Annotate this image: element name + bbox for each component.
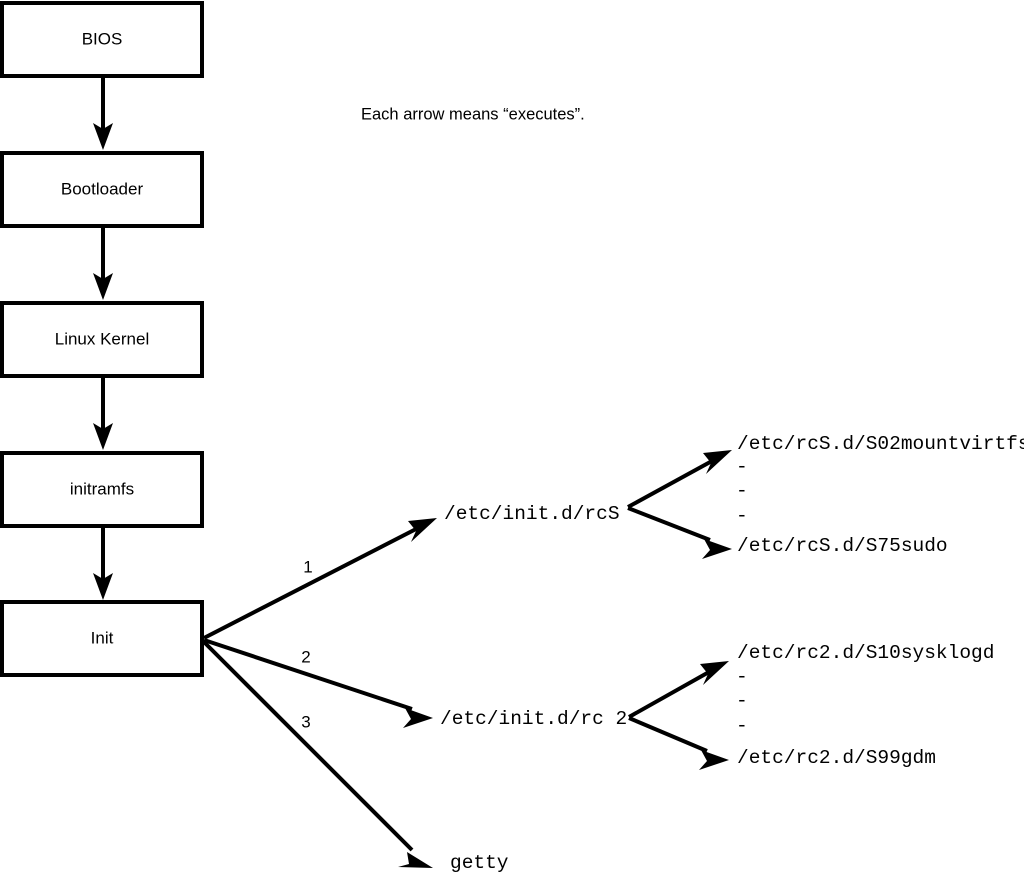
arrow-head-icon [703, 450, 732, 474]
edge-number-3: 3 [301, 712, 310, 731]
node-initramfs-rect [0, 451, 204, 528]
arrow-rcs-to-last-script [627, 506, 732, 559]
edge-number-2: 2 [301, 647, 310, 666]
arrow-init-to-getty [202, 640, 433, 868]
arrow-bootloader-to-kernel [93, 226, 113, 300]
arrow-init-to-rcs [203, 518, 437, 640]
node-initramfs[interactable]: initramfs [0, 451, 204, 528]
arrow-head-icon [93, 573, 113, 600]
rcsd-ellipsis-dash-3: - [736, 505, 748, 527]
arrow-bios-to-bootloader [93, 76, 113, 150]
diagram-caption: Each arrow means “executes”. [361, 105, 585, 123]
arrow-rc2-to-last-script [628, 716, 729, 770]
arrow-head-icon [699, 750, 729, 770]
arrow-head-icon [403, 708, 433, 728]
node-bios-rect [0, 1, 204, 78]
label-init-d-rcs[interactable]: /etc/init.d/rcS [444, 503, 620, 525]
arrow-rcs-to-first-script [627, 450, 732, 509]
node-bios[interactable]: BIOS [0, 1, 204, 78]
node-bootloader[interactable]: Bootloader [0, 151, 204, 228]
rcsd-ellipsis-dash-1: - [736, 456, 748, 478]
node-init-rect [0, 600, 204, 677]
node-init[interactable]: Init [0, 600, 204, 677]
arrow-head-icon [408, 518, 437, 542]
label-rc2d-first-script[interactable]: /etc/rc2.d/S10sysklogd [737, 642, 994, 664]
node-init-label: Init [91, 628, 114, 647]
node-bootloader-label: Bootloader [61, 179, 144, 198]
arrow-head-icon [702, 539, 732, 559]
node-linux-kernel[interactable]: Linux Kernel [0, 301, 204, 378]
arrow-head-icon [398, 852, 433, 868]
rc2d-ellipsis-dash-2: - [736, 690, 748, 712]
node-bios-label: BIOS [82, 29, 123, 48]
label-rcsd-last-script[interactable]: /etc/rcS.d/S75sudo [737, 535, 948, 557]
rc2d-ellipsis-dash-1: - [736, 666, 748, 688]
node-linux-kernel-label: Linux Kernel [55, 329, 150, 348]
label-getty[interactable]: getty [450, 852, 509, 874]
arrow-head-icon [93, 273, 113, 300]
rcsd-ellipsis-dash-2: - [736, 480, 748, 502]
arrow-initramfs-to-init [93, 526, 113, 600]
arrow-rc2-to-first-script [628, 661, 729, 719]
arrow-kernel-to-initramfs [93, 376, 113, 450]
rc2d-ellipsis-dash-3: - [736, 715, 748, 737]
label-rc2d-last-script[interactable]: /etc/rc2.d/S99gdm [737, 747, 936, 769]
label-init-d-rc2[interactable]: /etc/init.d/rc 2 [440, 708, 627, 730]
arrow-head-icon [93, 123, 113, 150]
label-rcsd-first-script[interactable]: /etc/rcS.d/S02mountvirtfs [737, 433, 1024, 455]
arrow-init-to-rc2 [203, 638, 433, 728]
node-initramfs-label: initramfs [70, 479, 134, 498]
arrow-head-icon [700, 661, 729, 685]
edge-number-1: 1 [303, 557, 312, 576]
arrow-head-icon [93, 423, 113, 450]
